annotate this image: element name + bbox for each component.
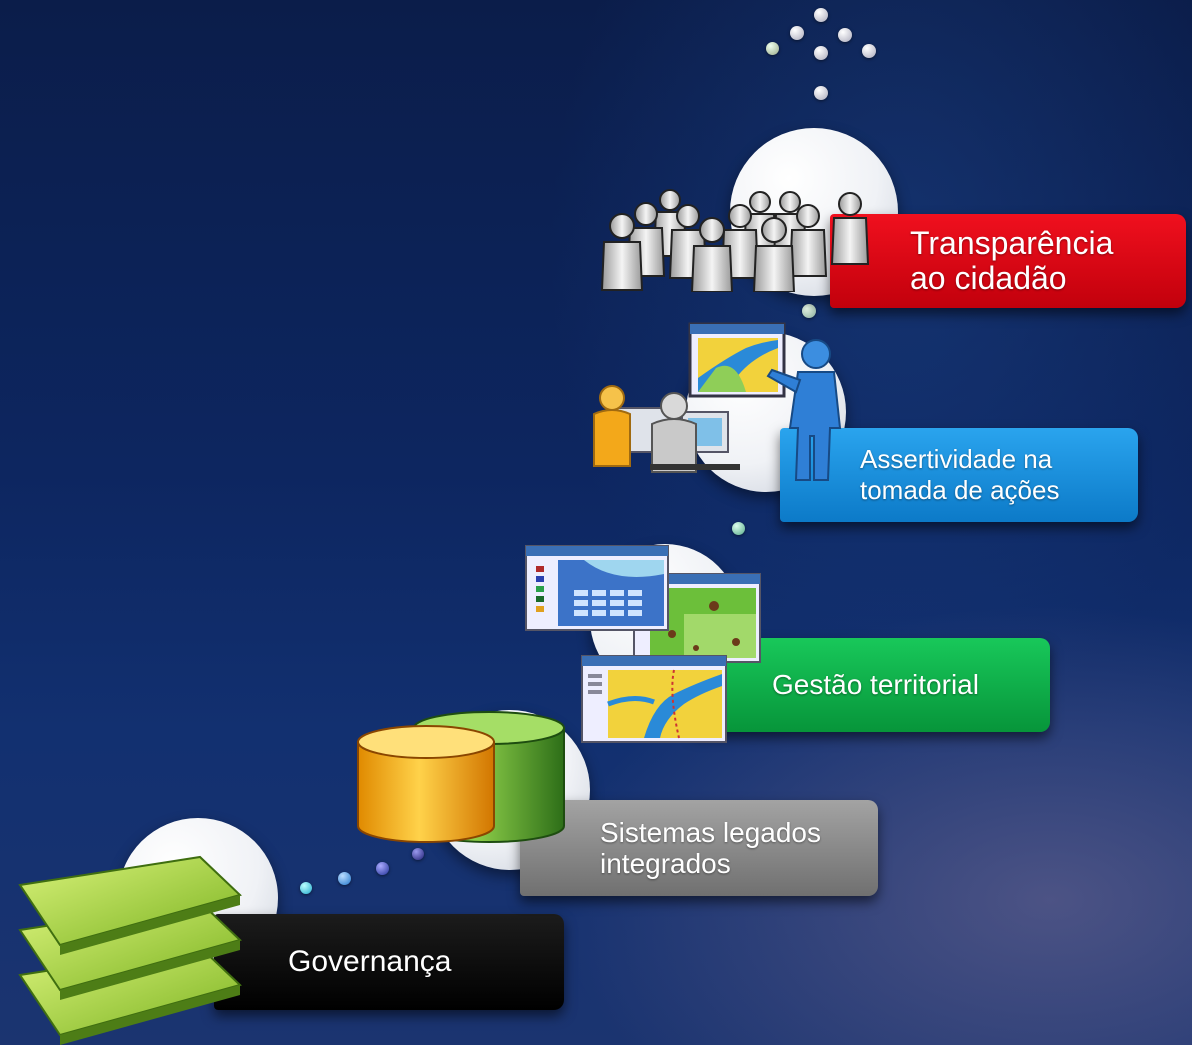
- stage-label: Assertividade na tomada de ações: [860, 444, 1060, 505]
- stage-label: Sistemas legados integrados: [600, 817, 822, 879]
- trail-dot: [766, 42, 779, 55]
- map-layers-icon: [18, 855, 242, 1045]
- trail-dot: [814, 86, 828, 100]
- database-icon: [357, 711, 565, 843]
- stage-transparencia: Transparência ao cidadão: [830, 214, 1186, 308]
- trail-dot: [838, 28, 852, 42]
- crowd-icon: [600, 189, 870, 292]
- stage-governanca: Governança: [214, 914, 564, 1010]
- trail-dot: [300, 882, 312, 894]
- trail-dot: [814, 8, 828, 22]
- trail-dot: [412, 848, 424, 860]
- presenter-icon: [593, 322, 842, 481]
- stage-sistemas: Sistemas legados integrados: [520, 800, 878, 896]
- trail-dot: [732, 522, 745, 535]
- trail-dot: [376, 862, 389, 875]
- trail-dot: [862, 44, 876, 58]
- stage-label: Governança: [288, 945, 452, 978]
- trail-dot: [802, 304, 816, 318]
- trail-dot: [790, 26, 804, 40]
- trail-dot: [338, 872, 351, 885]
- trail-dot: [814, 46, 828, 60]
- stage-label: Gestão territorial: [772, 669, 979, 700]
- map-windows-icon: [525, 545, 761, 743]
- stage-assertividade: Assertividade na tomada de ações: [780, 428, 1138, 522]
- stage-label: Transparência ao cidadão: [910, 225, 1114, 296]
